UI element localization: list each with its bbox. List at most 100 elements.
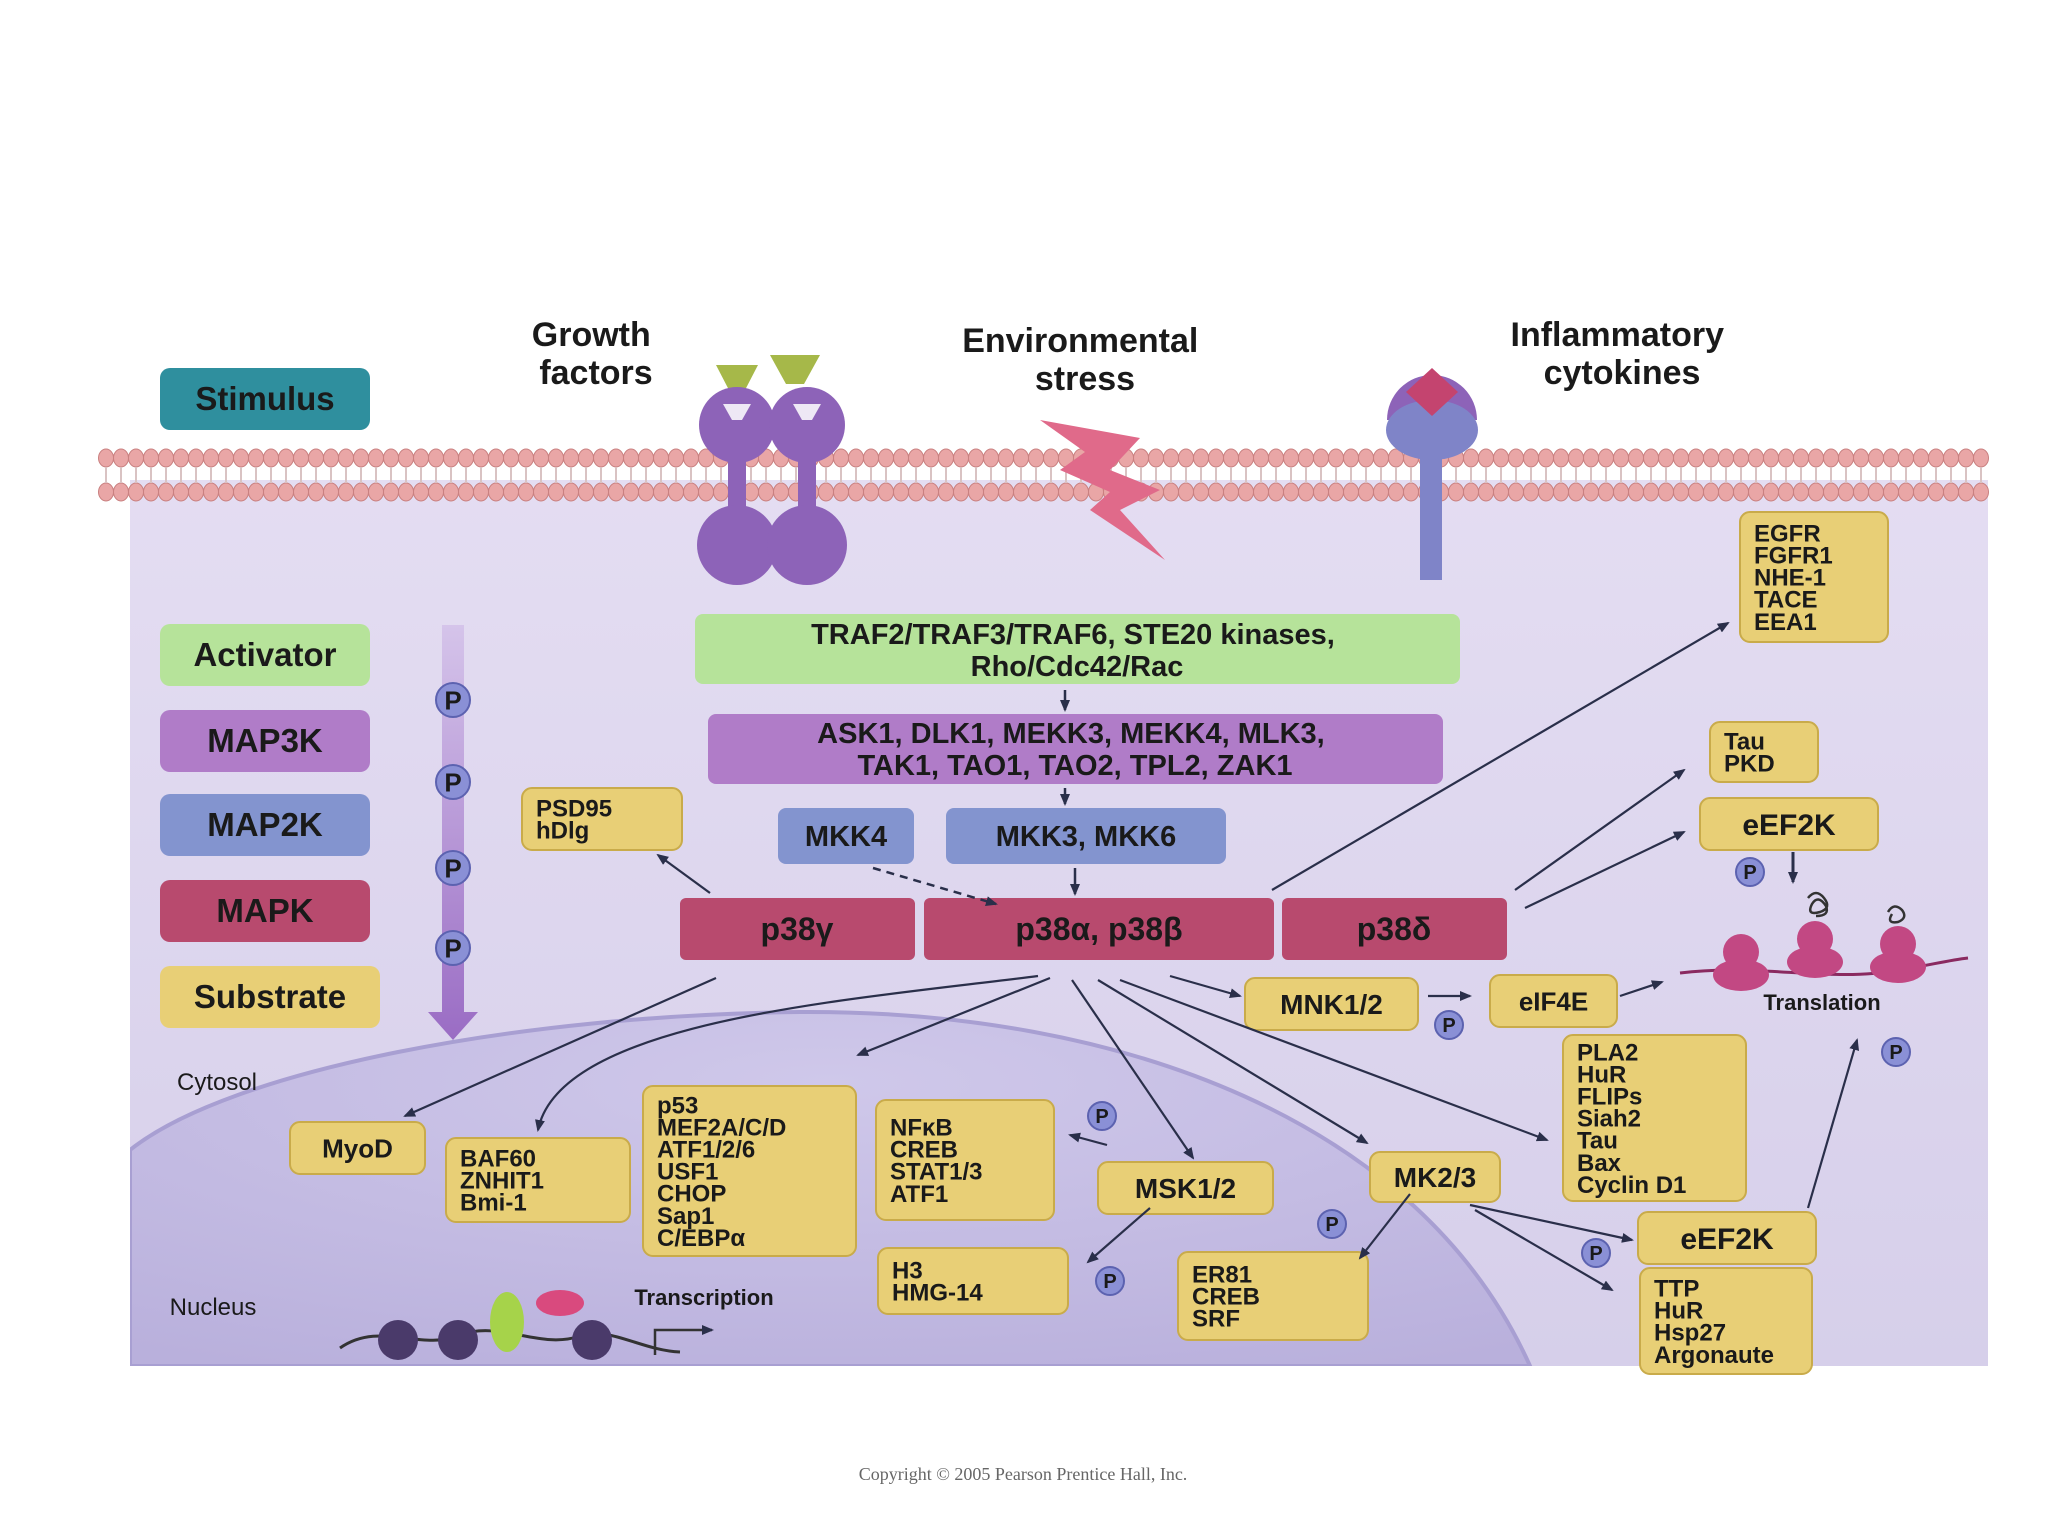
lipid-head xyxy=(1178,482,1194,502)
lipid-head xyxy=(293,448,309,468)
lipid-head xyxy=(1553,482,1569,502)
lipid-head xyxy=(518,448,534,468)
mk23-box xyxy=(1369,1151,1501,1203)
lipid-head xyxy=(203,448,219,468)
legend: Stimulus Activator MAP3K MAP2K MAPK Subs… xyxy=(160,368,478,1040)
lipid-head xyxy=(938,482,954,502)
mkk4-text: MKK4 xyxy=(805,821,887,853)
lipid-head xyxy=(143,482,159,502)
p38-gamma-text: p38γ xyxy=(761,911,834,947)
egfr-box xyxy=(1739,511,1889,643)
lipid-head xyxy=(1073,482,1089,502)
lipid-head xyxy=(98,448,114,468)
lipid-head xyxy=(503,482,519,502)
legend-stimulus-label: Stimulus xyxy=(195,380,334,417)
lipid-head xyxy=(143,448,159,468)
legend-phospho-icon xyxy=(435,930,471,966)
lipid-head xyxy=(833,482,849,502)
lipid-head xyxy=(1388,482,1404,502)
lightning-bolt-icon xyxy=(1040,420,1165,560)
lipid-head xyxy=(713,482,729,502)
transcription-label: Transcription xyxy=(634,1285,773,1310)
lipid-head xyxy=(458,448,474,468)
lipid-head xyxy=(1643,482,1659,502)
lipid-head xyxy=(683,448,699,468)
lipid-head xyxy=(233,482,249,502)
lipid-head xyxy=(1313,448,1329,468)
legend-phospho-icon xyxy=(435,682,471,718)
lipid-head xyxy=(218,482,234,502)
lipid-head xyxy=(278,448,294,468)
lipid-head xyxy=(848,448,864,468)
eif4e-text: eIF4E xyxy=(1519,986,1588,1016)
phospho-icon-label: P xyxy=(1889,1042,1902,1064)
growth-factor-ligand-icon xyxy=(770,355,820,384)
legend-phospho-icon-label: P xyxy=(444,933,461,963)
lipid-head xyxy=(1853,448,1869,468)
lipid-head xyxy=(1568,482,1584,502)
lipid-head xyxy=(1553,448,1569,468)
lipid-head xyxy=(608,448,624,468)
lipid-head xyxy=(1673,482,1689,502)
transcription-factor-icon xyxy=(490,1292,524,1352)
mkk36-text: MKK3, MKK6 xyxy=(996,821,1176,853)
lipid-head xyxy=(953,482,969,502)
lipid-head xyxy=(353,448,369,468)
lipid-head xyxy=(893,448,909,468)
lipid-head xyxy=(908,482,924,502)
p38-delta-box xyxy=(1282,898,1507,960)
lipid-head xyxy=(1673,448,1689,468)
baf60-box xyxy=(445,1137,631,1223)
lipid-head xyxy=(998,448,1014,468)
lipid-head xyxy=(908,448,924,468)
lipid-head xyxy=(1763,482,1779,502)
lipid-head xyxy=(113,482,129,502)
legend-substrate-label: Substrate xyxy=(194,978,346,1015)
lipid-head xyxy=(1343,448,1359,468)
nfkb-box xyxy=(875,1099,1055,1221)
lipid-head xyxy=(938,448,954,468)
lipid-head xyxy=(1853,482,1869,502)
legend-map3k-label: MAP3K xyxy=(207,722,323,759)
phospho-icon xyxy=(1881,1037,1911,1067)
legend-activator-label: Activator xyxy=(193,636,336,673)
phospho-icon xyxy=(1735,857,1765,887)
lipid-head xyxy=(1898,482,1914,502)
lipid-head xyxy=(1373,482,1389,502)
lipid-head xyxy=(758,482,774,502)
lipid-head xyxy=(1658,448,1674,468)
lipid-head xyxy=(1193,448,1209,468)
lipid-head xyxy=(443,448,459,468)
legend-stimulus-swatch xyxy=(160,368,370,430)
eef2k-bottom-box xyxy=(1637,1211,1817,1265)
p53-box xyxy=(642,1085,857,1257)
lipid-head xyxy=(533,448,549,468)
lipid-head xyxy=(98,482,114,502)
lipid-head xyxy=(1538,448,1554,468)
lipid-head xyxy=(1343,482,1359,502)
lipid-head xyxy=(1193,482,1209,502)
cascade-arrows xyxy=(872,690,1080,906)
lipid-head xyxy=(173,448,189,468)
lipid-head xyxy=(293,482,309,502)
lipid-head xyxy=(1373,448,1389,468)
lipid-head xyxy=(578,482,594,502)
lipid-head xyxy=(338,482,354,502)
h3-box xyxy=(877,1247,1069,1315)
lipid-head xyxy=(1298,448,1314,468)
lipid-head xyxy=(698,482,714,502)
lipid-head xyxy=(1358,448,1374,468)
legend-map3k-swatch xyxy=(160,710,370,772)
phospho-icon-label: P xyxy=(1743,862,1756,884)
lipid-head xyxy=(1928,482,1944,502)
cytokine-ligand-icon xyxy=(1406,368,1458,416)
lipid-head xyxy=(173,482,189,502)
lipid-head xyxy=(473,482,489,502)
lipid-head xyxy=(818,482,834,502)
p38-delta-text: p38δ xyxy=(1357,911,1432,947)
lipid-head xyxy=(548,482,564,502)
ribosome-icon xyxy=(1870,926,1926,983)
